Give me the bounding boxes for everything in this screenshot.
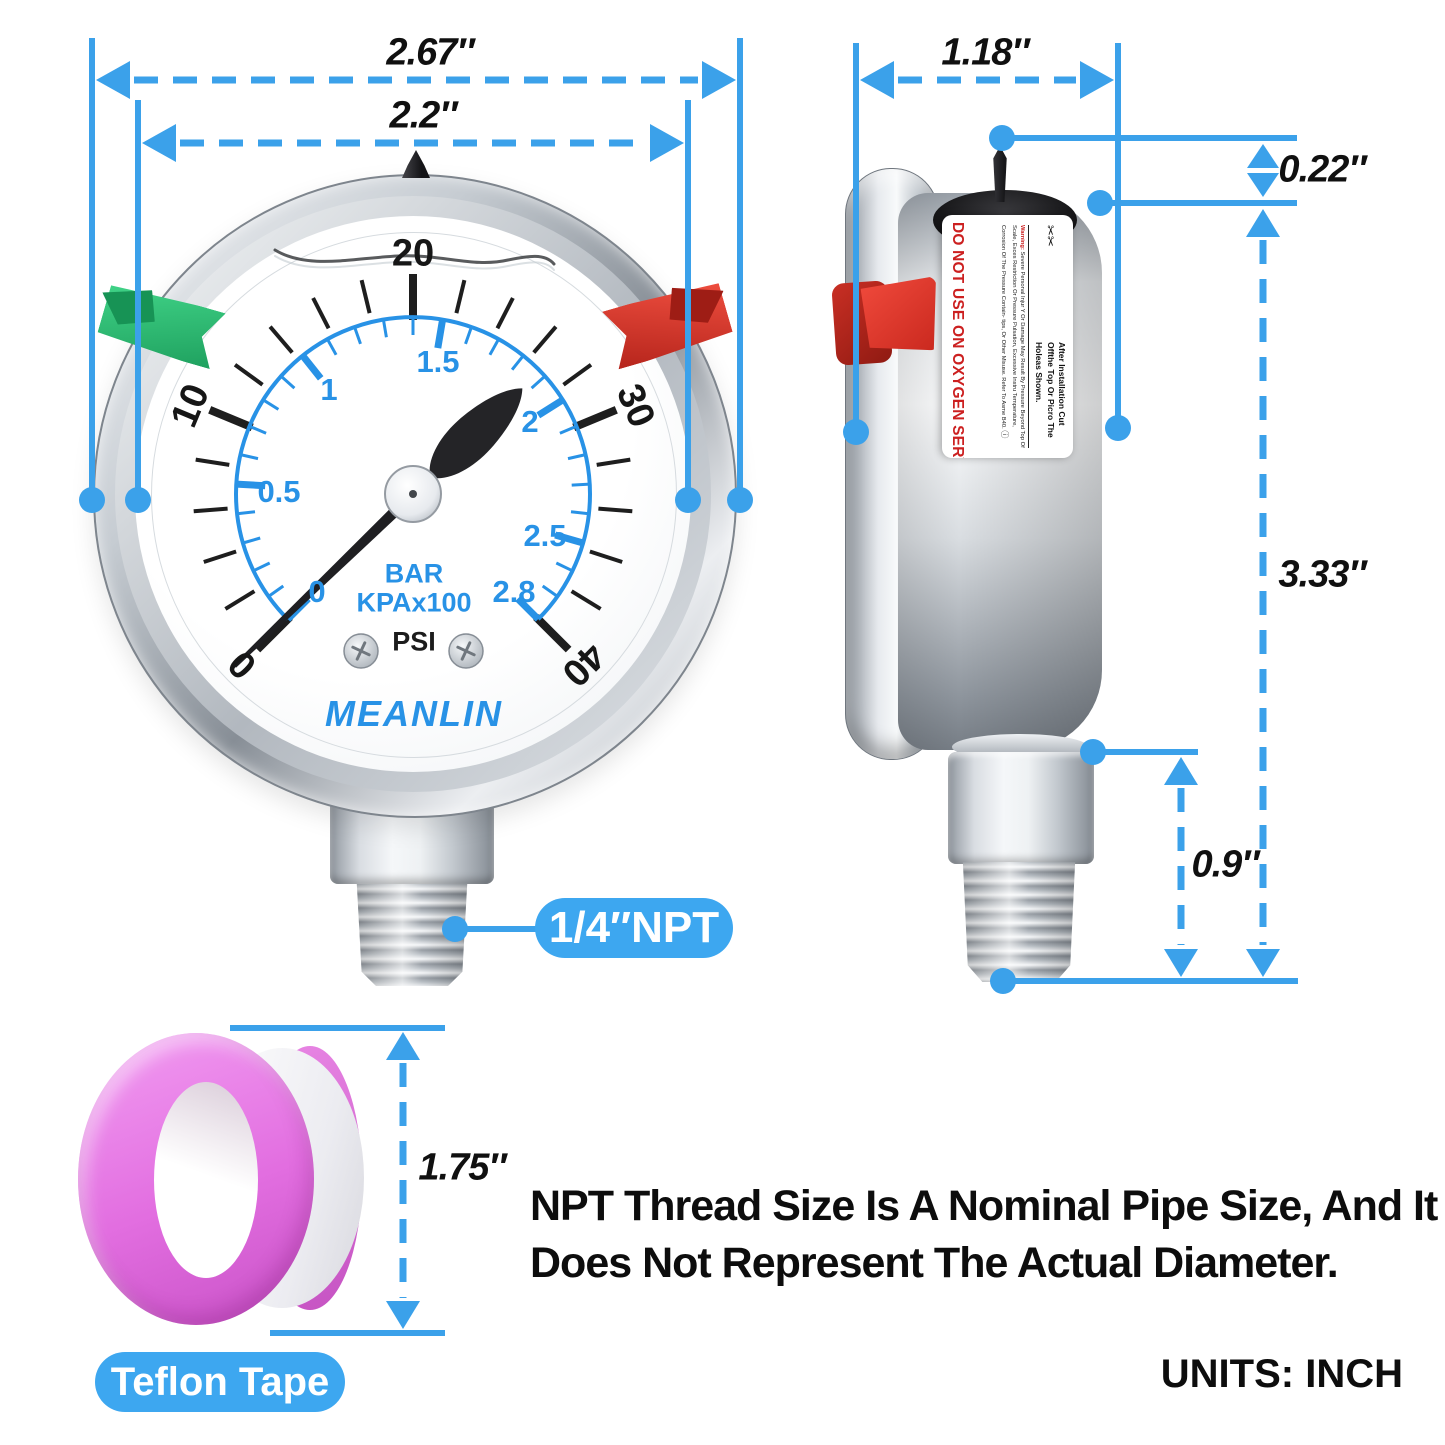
dim-front-outer-width: 2.67″ [386,31,474,74]
footer-note-line1: NPT Thread Size Is A Nominal Pipe Size, … [530,1182,1438,1230]
dim-nipple-height: 0.22″ [1278,148,1366,191]
dial [193,248,633,669]
screw-right-icon [448,633,484,669]
bar-label-0: 0 [308,574,326,609]
side-threaded-stem [962,862,1076,982]
tape-center-hole [154,1082,258,1278]
dim-total-height: 3.33″ [1278,553,1366,596]
footer-note: NPT Thread Size Is A Nominal Pipe Size, … [530,1178,1438,1292]
dim-stem-height: 0.9″ [1191,843,1259,886]
needle [233,388,523,668]
dial-unit-bar: BAR [384,558,444,589]
psi-label-20: 20 [391,232,435,275]
dial-unit-psi: PSI [392,626,436,657]
dim-front-dial-width: 2.2″ [389,94,457,137]
footer-note-line2: Does Not Represent The Actual Diameter. [530,1239,1339,1287]
dial-unit-kpa: KPAx100 [356,587,472,618]
needle-hub-dot [409,490,417,498]
liquid-fill-meniscus [273,248,556,266]
dim-side-width: 1.18″ [941,31,1029,74]
bar-label-2: 2 [521,404,539,439]
side-hex-nut [948,752,1094,864]
bar-label-1_5: 1.5 [416,344,460,379]
side-fill-nipple [993,146,1007,202]
teflon-tape-text: Teflon Tape [110,1359,330,1404]
teflon-tape-pill: Teflon Tape [95,1352,345,1412]
bar-label-1: 1 [320,372,338,407]
liquid-fill-highlight [274,255,555,271]
npt-callout-text: 1/4″NPT [548,903,720,952]
bar-label-2_5: 2.5 [523,518,567,553]
bar-label-2_8: 2.8 [492,574,536,609]
brand-logo: MEANLIN [325,693,503,734]
bar-label-0_5: 0.5 [257,474,301,509]
bar-ticks [236,317,590,622]
psi-ticks [193,274,633,653]
npt-callout-pill: 1/4″NPT [535,898,733,958]
units-note: UNITS: INCH [1160,1352,1403,1396]
screw-left-icon [343,633,379,669]
dim-tape-diameter: 1.75″ [418,1146,506,1189]
